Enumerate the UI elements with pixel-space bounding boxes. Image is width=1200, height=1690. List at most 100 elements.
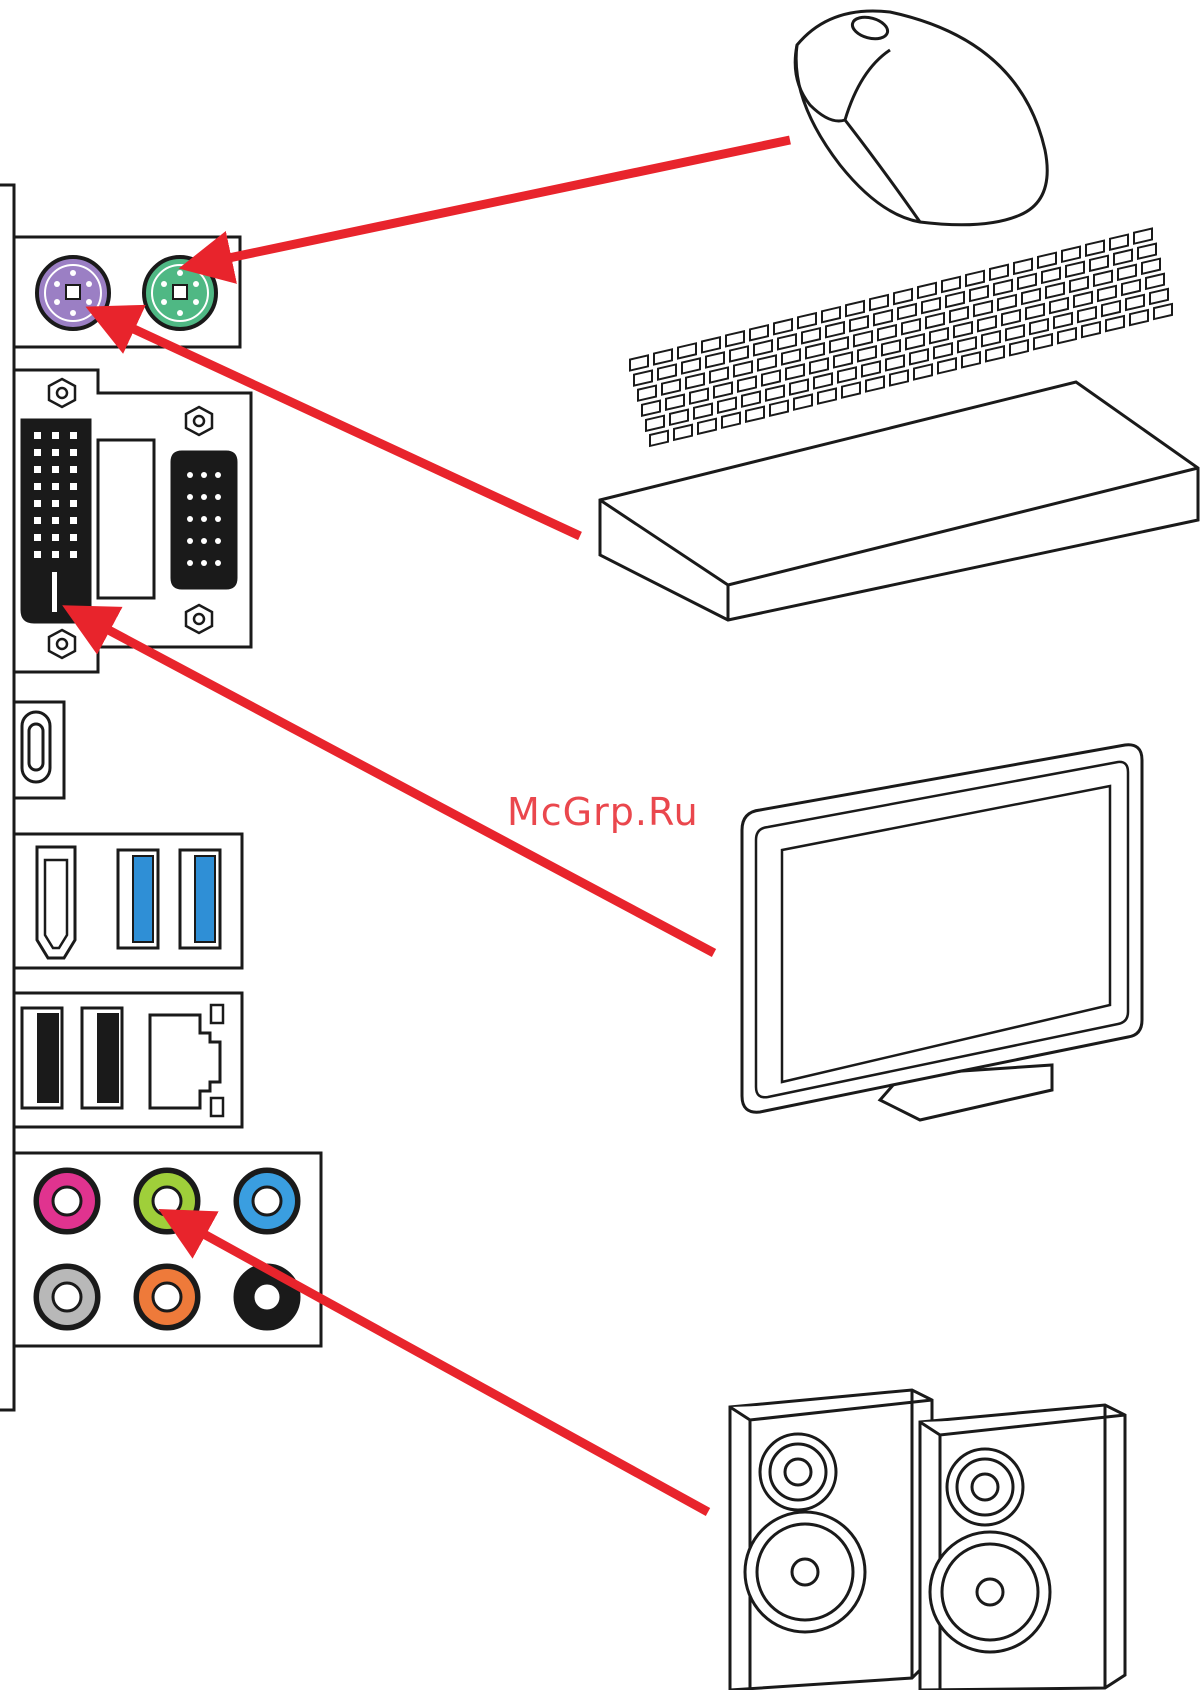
keyboard-key <box>1078 307 1096 322</box>
keyboard-key <box>1086 241 1104 256</box>
keyboard-key <box>830 337 848 352</box>
keyboard-key <box>950 307 968 322</box>
keyboard-key <box>634 370 652 385</box>
keyboard-key <box>866 376 884 391</box>
vga-pin <box>215 494 221 500</box>
keyboard-key <box>1114 250 1132 265</box>
keyboard-key <box>886 355 904 370</box>
keyboard-key <box>1094 271 1112 286</box>
keyboard-key <box>742 392 760 407</box>
vga-pin <box>215 472 221 478</box>
keyboard-key <box>990 265 1008 280</box>
keyboard-key <box>930 328 948 343</box>
keyboard-key <box>798 313 816 328</box>
hdmi-usb3-block <box>14 834 242 968</box>
keyboard-key <box>1126 295 1144 310</box>
keyboard-key <box>854 331 872 346</box>
dvi-blank-plate <box>98 440 154 598</box>
dvi-pin <box>52 483 59 490</box>
keyboard-key <box>662 380 680 395</box>
keyboard-key <box>1110 235 1128 250</box>
keyboard-key <box>730 346 748 361</box>
keyboard-key <box>1070 277 1088 292</box>
keyboard-key <box>1090 256 1108 271</box>
keyboard-key <box>678 343 696 358</box>
usb2-port-2 <box>82 1008 122 1108</box>
keyboard-key <box>1022 289 1040 304</box>
keyboard-key <box>890 370 908 385</box>
keyboard-key <box>794 395 812 410</box>
keyboard-key <box>870 295 888 310</box>
keyboard-key <box>970 286 988 301</box>
audio-jack-blue <box>235 1169 299 1233</box>
keyboard-key <box>706 352 724 367</box>
keyboard-key <box>914 364 932 379</box>
keyboard-key <box>722 413 740 428</box>
dvi-pin <box>52 500 59 507</box>
keyboard-key <box>842 382 860 397</box>
keyboard-key <box>1150 289 1168 304</box>
keyboard-key <box>686 373 704 388</box>
usb-c-block <box>14 702 64 798</box>
keyboard-key <box>1006 325 1024 340</box>
mouse-icon <box>795 11 1047 225</box>
keyboard-key <box>1030 319 1048 334</box>
dvi-pin <box>70 534 77 541</box>
speaker-left <box>730 1390 932 1690</box>
keyboard-key <box>666 395 684 410</box>
keyboard-key <box>750 325 768 340</box>
vga-pin <box>187 516 193 522</box>
dvi-pin <box>70 483 77 490</box>
hdmi-port <box>37 847 75 958</box>
dvi-pin <box>70 466 77 473</box>
audio-jack-pink <box>35 1169 99 1233</box>
keyboard-key <box>838 367 856 382</box>
keyboard-key <box>1142 259 1160 274</box>
audio-jack-orange <box>135 1265 199 1329</box>
keyboard-key <box>902 319 920 334</box>
keyboard-key <box>1042 268 1060 283</box>
keyboard-key <box>1014 259 1032 274</box>
keyboard-key <box>1002 310 1020 325</box>
audio-jack-gray <box>35 1265 99 1329</box>
keyboard-key <box>994 280 1012 295</box>
dvi-pin <box>70 432 77 439</box>
dvi-pin <box>70 517 77 524</box>
arrow-speakers-to-audio <box>182 1222 708 1512</box>
keyboard-key <box>778 334 796 349</box>
vga-pin <box>201 538 207 544</box>
keyboard-key <box>1146 274 1164 289</box>
keyboard-key <box>826 322 844 337</box>
keyboard-key <box>1074 292 1092 307</box>
keyboard-key <box>714 383 732 398</box>
keyboard-key <box>786 364 804 379</box>
speakers-icon <box>730 1390 1125 1690</box>
lan-port <box>150 1005 223 1116</box>
vga-port <box>172 452 236 588</box>
keyboard-key <box>1122 280 1140 295</box>
vga-pin <box>215 538 221 544</box>
keyboard-key <box>878 325 896 340</box>
keyboard-key <box>1106 316 1124 331</box>
dvi-pin <box>52 551 59 558</box>
keyboard-key <box>1082 322 1100 337</box>
dvi-pin <box>70 500 77 507</box>
keyboard-icon <box>600 229 1198 620</box>
vga-pin <box>201 494 207 500</box>
keyboard-key <box>1034 334 1052 349</box>
dvi-pin <box>52 449 59 456</box>
keyboard-key <box>942 277 960 292</box>
dvi-pin <box>34 551 41 558</box>
vga-pin <box>201 472 207 478</box>
keyboard-key <box>846 301 864 316</box>
usb2-port-1 <box>22 1008 62 1108</box>
keyboard-key <box>738 376 756 391</box>
audio-block <box>14 1153 321 1346</box>
keyboard-key <box>1066 262 1084 277</box>
dvi-pin <box>70 449 77 456</box>
keyboard-key <box>906 334 924 349</box>
dvi-pin <box>52 517 59 524</box>
video-block <box>14 370 251 672</box>
keyboard-key <box>986 346 1004 361</box>
